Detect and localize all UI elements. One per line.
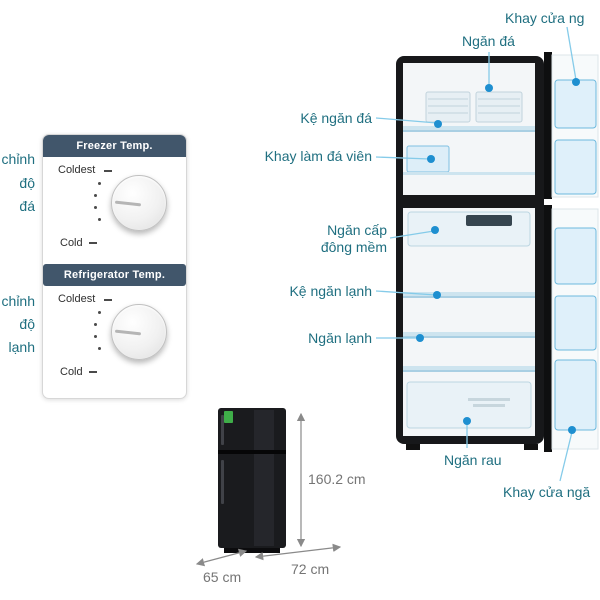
- fridge-shelf-3-edge: [403, 370, 535, 372]
- callout-fridge-compartment: Ngăn lạnh: [308, 330, 372, 346]
- freezer-lower-shelf: [403, 172, 535, 175]
- fridge-shelf-1: [403, 292, 535, 296]
- fridge-leg: [524, 444, 538, 450]
- fridge-door-edge: [544, 205, 552, 452]
- gloss-highlight: [254, 410, 274, 546]
- temperature-control-panel: Freezer Temp. Coldest Cold Refrigerator …: [42, 134, 187, 399]
- callout-ice-cube-tray: Khay làm đá viên: [264, 148, 372, 164]
- fridge-shelf-1-edge: [403, 296, 535, 298]
- tick-dot: [94, 206, 97, 209]
- tick-dash: [104, 299, 112, 301]
- fridge-shelf-3: [403, 366, 535, 370]
- callout-lines: [375, 26, 577, 482]
- left-fragment-freezer-3: đá: [19, 198, 35, 214]
- tick-dot: [98, 218, 101, 221]
- refrigerator-dial-section: Coldest Cold: [43, 286, 186, 398]
- refrigerator-temp-knob: [111, 304, 167, 360]
- left-fragment-fridge-2: độ: [19, 316, 35, 332]
- ice-twist-trays: [425, 91, 523, 123]
- refrigerator-temp-header: Refrigerator Temp.: [43, 264, 186, 286]
- freezer-shelf-edge: [403, 130, 535, 132]
- callout-fridge-shelf: Kệ ngăn lạnh: [289, 283, 372, 299]
- freezer-temp-knob: [111, 175, 167, 231]
- depth-arrow: [195, 548, 248, 567]
- left-fragment-freezer-2: độ: [19, 175, 35, 191]
- tick-dot: [98, 347, 101, 350]
- fridge-cold-label: Cold: [60, 366, 83, 378]
- width-dimension-label: 72 cm: [291, 561, 330, 577]
- refrigerator-illustration: [396, 52, 599, 452]
- fridge-base: [224, 548, 280, 553]
- height-dimension-label: 160.2 cm: [308, 471, 366, 487]
- knob-pointer: [114, 200, 142, 207]
- fridge-shelf-2: [403, 332, 535, 336]
- callout-door-tray-bottom: Khay cửa ngă: [503, 484, 591, 500]
- door-gap: [218, 450, 286, 454]
- product-photo-small: [218, 408, 286, 553]
- freezer-cold-label: Cold: [60, 237, 83, 249]
- drawer-print: [473, 404, 505, 407]
- freezer-coldest-label: Coldest: [58, 164, 96, 176]
- fridge-shelf-2-edge: [403, 336, 535, 338]
- tick-dash: [89, 371, 97, 373]
- freezer-temp-header: Freezer Temp.: [43, 135, 186, 157]
- knob-pointer: [114, 329, 142, 336]
- callout-freezer-shelf: Kệ ngăn đá: [300, 110, 372, 126]
- depth-dimension-label: 65 cm: [203, 569, 242, 585]
- fridge-handle: [221, 460, 224, 504]
- freezer-shelf: [403, 126, 535, 130]
- callout-vegetable-drawer: Ngăn rau: [444, 452, 502, 468]
- callout-dots: [416, 78, 580, 434]
- tick-dash: [104, 170, 112, 172]
- freezer-dial-section: Coldest Cold: [43, 157, 186, 264]
- fridge-coldest-label: Coldest: [58, 293, 96, 305]
- tick-dot: [94, 194, 97, 197]
- compartment-divider: [396, 195, 544, 208]
- soft-freezing-badge: [466, 215, 512, 226]
- left-fragment-freezer-1: chỉnh: [1, 151, 35, 167]
- door-bins: [554, 79, 597, 431]
- left-fragment-fridge-3: lạnh: [8, 339, 35, 355]
- dimension-arrows: [195, 412, 342, 567]
- width-arrow: [254, 543, 342, 561]
- callout-door-tray-top: Khay cửa ng: [505, 10, 585, 26]
- freezer-door-edge: [544, 52, 552, 199]
- brand-sticker: [224, 411, 233, 423]
- callout-soft-freeze: Ngăn cấp đông mềm: [320, 222, 387, 255]
- tick-dash: [89, 242, 97, 244]
- tick-dot: [98, 182, 101, 185]
- tick-dot: [94, 335, 97, 338]
- tick-dot: [94, 323, 97, 326]
- vegetable-drawer: [406, 381, 532, 429]
- tick-dot: [98, 311, 101, 314]
- fridge-leg: [406, 444, 420, 450]
- freezer-handle: [221, 415, 224, 445]
- callout-freezer-compartment: Ngăn đá: [462, 33, 515, 49]
- drawer-print: [468, 398, 510, 401]
- left-fragment-fridge-1: chỉnh: [1, 293, 35, 309]
